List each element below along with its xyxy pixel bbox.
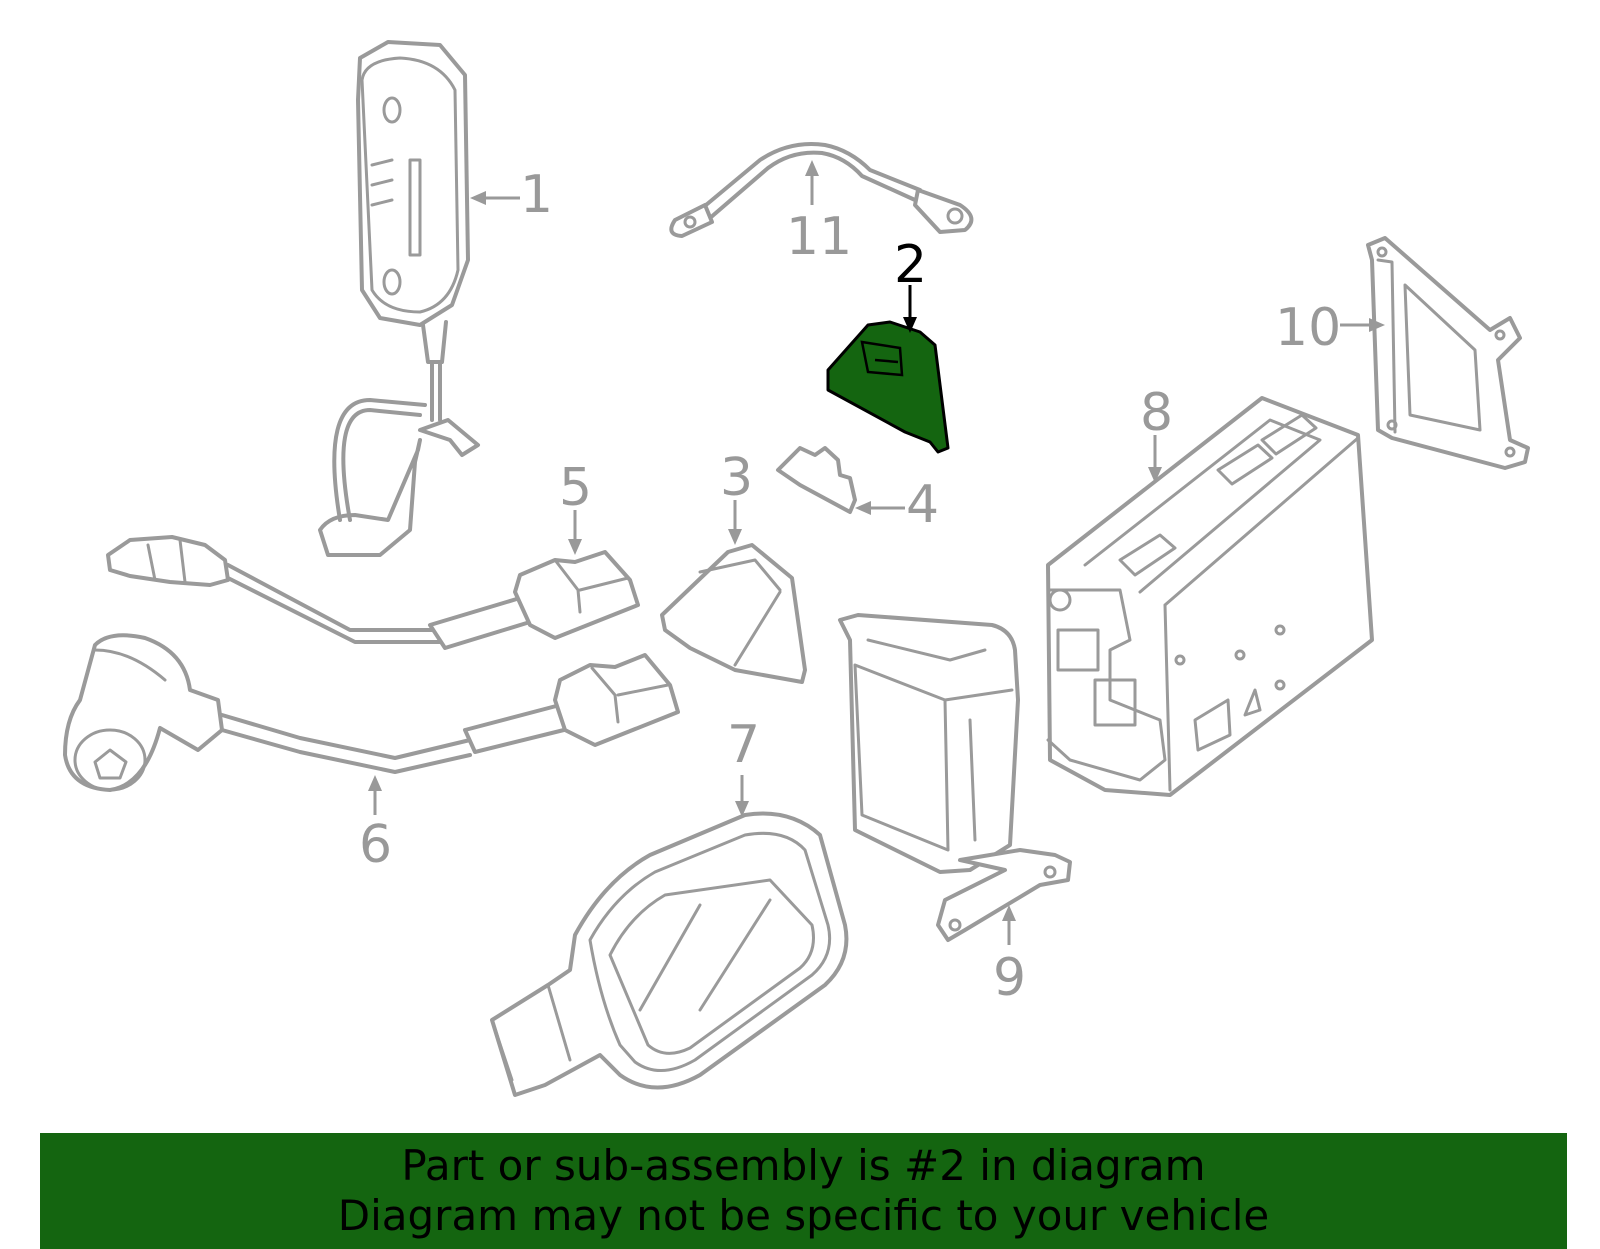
- callout-1: 1: [470, 165, 553, 225]
- callout-5-label: 5: [559, 458, 592, 518]
- callout-3: 3: [720, 448, 753, 545]
- part-2-highlighted[interactable]: [826, 320, 950, 454]
- banner-line-1: Part or sub-assembly is #2 in diagram: [401, 1141, 1206, 1190]
- callout-11: 11: [786, 160, 852, 267]
- callout-11-label: 11: [786, 207, 852, 267]
- part-10[interactable]: [1366, 236, 1530, 470]
- callout-10: 10: [1275, 298, 1385, 358]
- part-6[interactable]: [63, 633, 680, 792]
- callout-10-label: 10: [1275, 298, 1341, 358]
- callout-7: 7: [727, 715, 760, 817]
- banner-line-2: Diagram may not be specific to your vehi…: [337, 1191, 1270, 1240]
- callout-4: 4: [855, 475, 939, 535]
- part-4[interactable]: [776, 446, 857, 514]
- callout-6: 6: [359, 775, 392, 875]
- part-8[interactable]: [1046, 396, 1374, 797]
- callout-7-label: 7: [727, 715, 760, 775]
- callout-8-label: 8: [1140, 383, 1173, 443]
- part-5[interactable]: [106, 535, 640, 650]
- callout-3-label: 3: [720, 448, 753, 508]
- callout-6-label: 6: [359, 815, 392, 875]
- callout-9-label: 9: [993, 948, 1026, 1008]
- part-3[interactable]: [660, 543, 807, 684]
- part-1[interactable]: [318, 40, 480, 557]
- part-11[interactable]: [669, 142, 974, 238]
- part-9[interactable]: [838, 613, 1072, 942]
- part-7[interactable]: [490, 811, 849, 1097]
- callout-1-label: 1: [520, 165, 553, 225]
- callout-8: 8: [1140, 383, 1173, 483]
- callout-5: 5: [559, 458, 592, 555]
- callout-2-label: 2: [894, 235, 927, 295]
- info-banner: Part or sub-assembly is #2 in diagram Di…: [40, 1133, 1567, 1249]
- callout-9: 9: [993, 905, 1026, 1008]
- callout-2: 2: [894, 235, 927, 333]
- callout-4-label: 4: [906, 475, 939, 535]
